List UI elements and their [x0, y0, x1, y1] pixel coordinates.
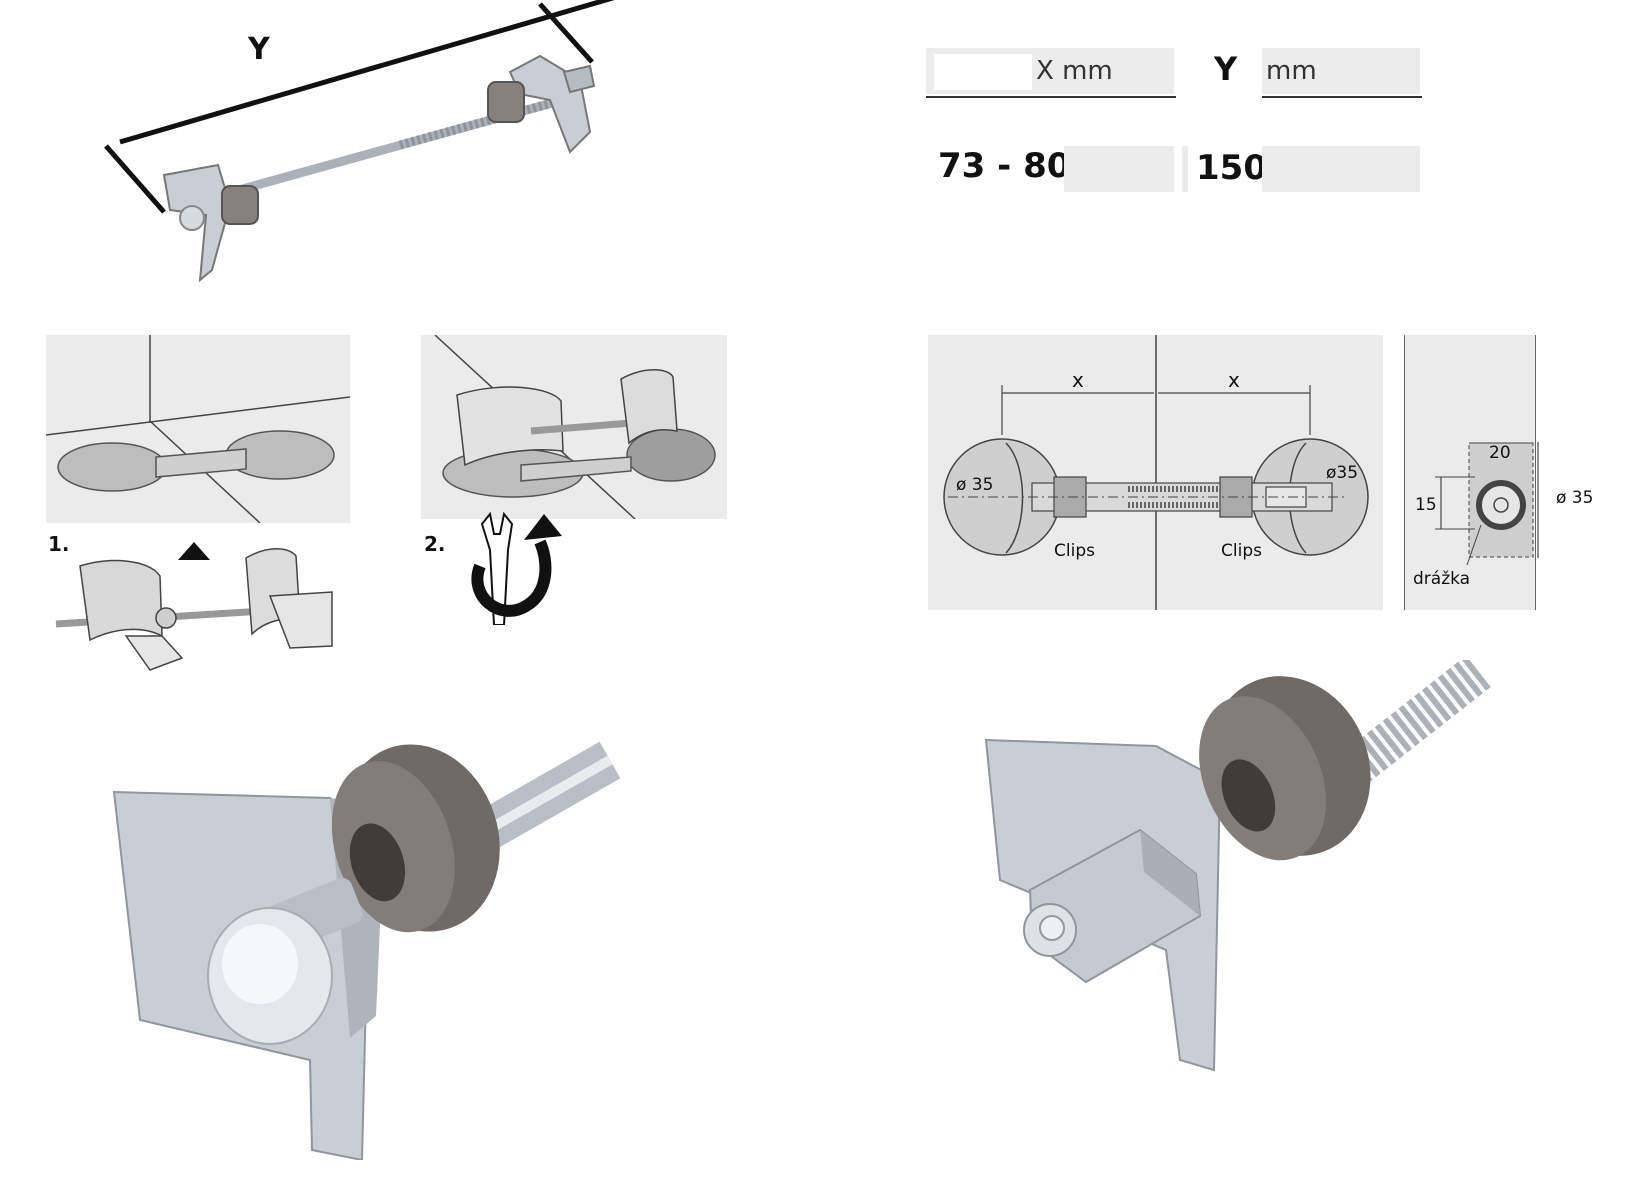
step-2-label: 2. [424, 532, 446, 556]
side-view: 20 15 drážka [1404, 335, 1536, 610]
arrow-up-icon [178, 542, 210, 560]
diameter-left: ø 35 [956, 475, 994, 495]
spec-table: X mm Y mm 73 - 80 150 [926, 48, 1426, 198]
dim-x-left: x [1072, 368, 1084, 392]
product-overview: Y [100, 0, 620, 300]
row-x-value: 73 - 80 [938, 146, 1071, 186]
rotate-arrow-icon [471, 539, 552, 617]
clips-right-label: Clips [1221, 541, 1262, 561]
step-1-bolt [50, 536, 340, 671]
side-diameter: ø 35 [1556, 488, 1594, 508]
side-width: 20 [1489, 443, 1511, 463]
step-2-wrench [470, 510, 570, 625]
header-y-label: Y [1214, 50, 1238, 88]
step-1-panel [46, 335, 350, 523]
overview-drawing [104, 0, 615, 283]
row-y-value: 150 [1196, 148, 1267, 188]
clips-left-label: Clips [1054, 541, 1095, 561]
header-cell-y [1262, 48, 1420, 94]
dim-x-right: x [1228, 368, 1240, 392]
closeup-hex-nut [960, 660, 1500, 1100]
header-y-unit: mm [1266, 56, 1317, 86]
step-2-panel [421, 335, 727, 519]
header-x-unit: X mm [1036, 56, 1113, 86]
diameter-right: ø35 [1326, 463, 1359, 483]
step-1-label: 1. [48, 532, 70, 556]
dimension-tick-left [104, 144, 166, 214]
groove-label: drážka [1413, 569, 1471, 589]
side-height: 15 [1415, 495, 1437, 515]
length-label-y: Y [248, 32, 270, 67]
dimension-tick-right [538, 2, 594, 64]
tech-drawing: x x ø 35 ø35 Clips Clips [928, 335, 1383, 610]
closeup-bolt-head [100, 720, 620, 1160]
